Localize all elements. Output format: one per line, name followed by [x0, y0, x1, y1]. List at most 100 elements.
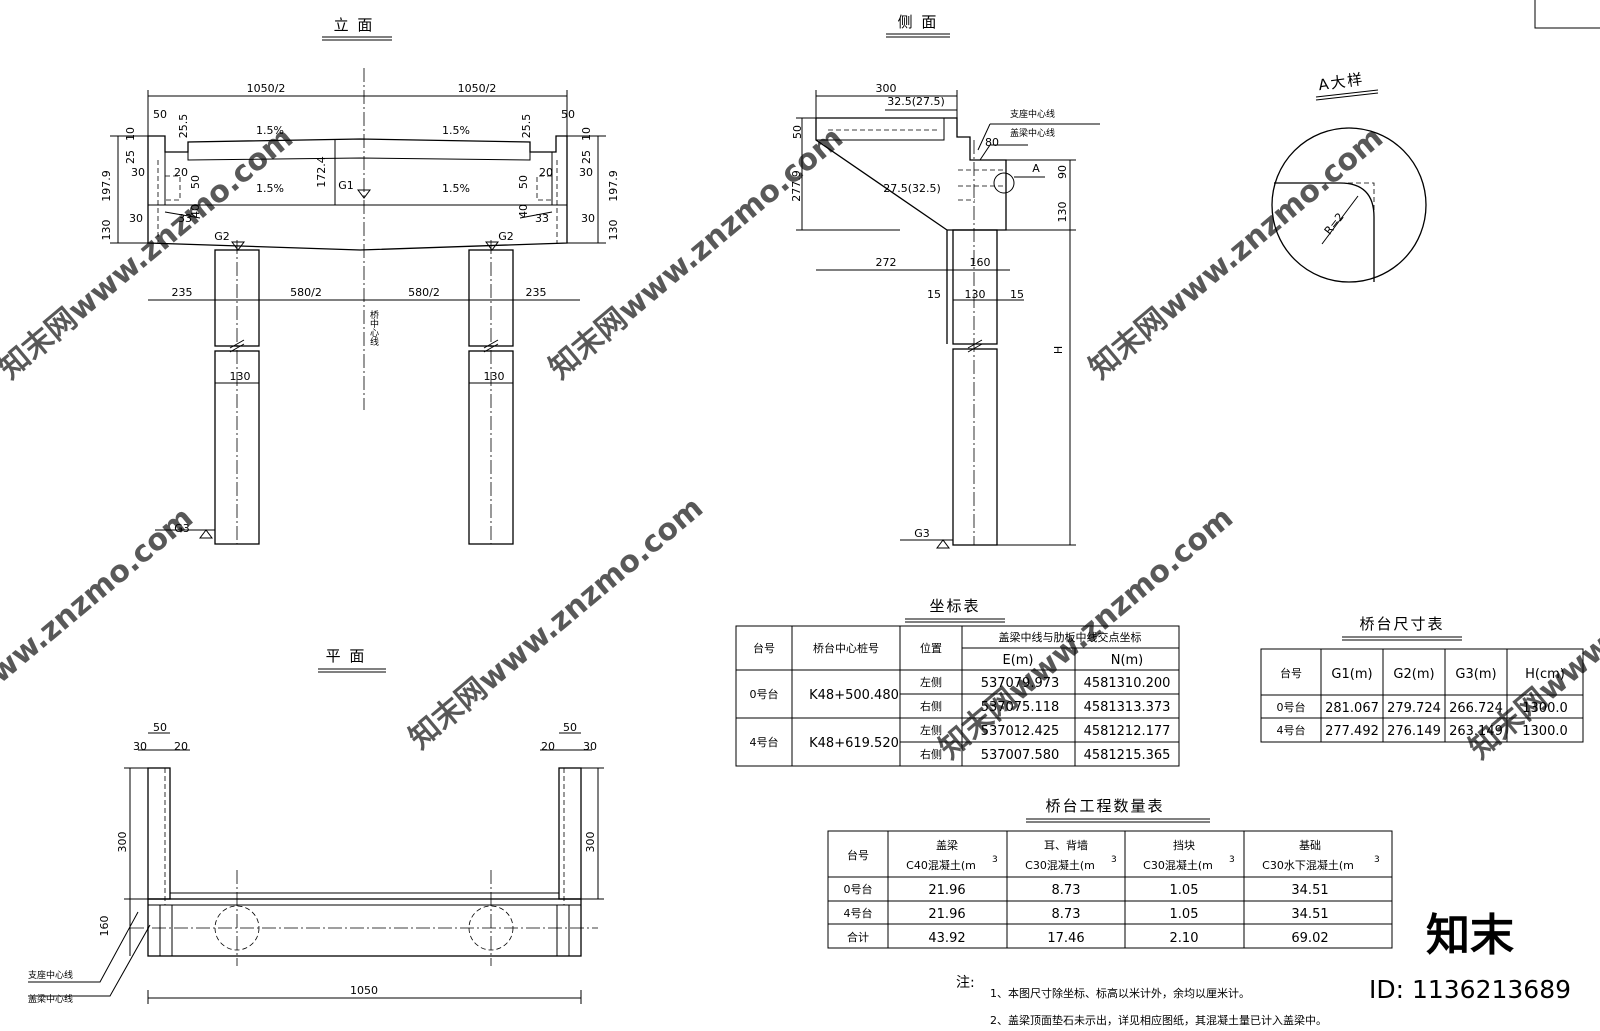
- dim-label: H: [1052, 346, 1065, 354]
- table-cell: 279.724: [1387, 701, 1441, 716]
- dim-label: 90: [1056, 165, 1069, 179]
- dim-label: 50: [189, 175, 202, 189]
- slope-label: 1.5%: [442, 182, 470, 195]
- table-cell: 281.067: [1325, 701, 1379, 716]
- header-cell: 基础: [1299, 839, 1321, 852]
- dim-label: 197.9: [100, 170, 113, 202]
- dim-label: 50: [791, 125, 804, 139]
- table-cell: 43.92: [928, 931, 965, 946]
- header-cell: C40混凝土(m: [906, 858, 976, 872]
- table-cell: 1300.0: [1522, 724, 1568, 739]
- dim-label: 50: [153, 108, 167, 121]
- note-item: 2、盖梁顶面垫石未示出，详见相应图纸，其混凝土量已计入盖梁中。: [990, 1013, 1327, 1027]
- side-cap-outline: [815, 117, 1007, 344]
- dim-label: 50: [563, 721, 577, 734]
- plan-wall-right: [558, 767, 582, 900]
- dim-label: 300: [116, 832, 129, 853]
- side-column-lower: [952, 348, 998, 546]
- table-cell: 右侧: [920, 699, 942, 713]
- dim-label: 1050/2: [458, 82, 497, 95]
- dim-label: 32.5(27.5): [887, 95, 945, 108]
- dim-label: 40: [189, 204, 202, 218]
- note-item: 1、本图尺寸除坐标、标高以米计外，余均以厘米计。: [990, 986, 1250, 1000]
- cap-line-label: 盖梁中心线: [28, 993, 73, 1005]
- slope-label: 1.5%: [442, 124, 470, 137]
- table-cell: 1.05: [1170, 907, 1199, 922]
- detail-title: A大样: [1317, 70, 1365, 94]
- table-cell: 21.96: [928, 907, 965, 922]
- table-cell: 4581215.365: [1084, 748, 1171, 763]
- watermark: 知末网www.znzmo.com: [0, 500, 200, 766]
- header-sup: 3: [1229, 855, 1235, 865]
- detail-circle: [1271, 127, 1427, 283]
- g1-marker: [357, 189, 371, 199]
- table-cell: 0号台: [750, 687, 779, 701]
- table-cell: 8.73: [1052, 907, 1081, 922]
- dim-label: 20: [174, 740, 188, 753]
- dim-label: 272: [876, 256, 897, 269]
- plan-wall-left: [147, 767, 171, 900]
- header-cell: 台号: [753, 641, 775, 655]
- slope-label: 1.5%: [256, 182, 284, 195]
- header-cell: N(m): [1111, 653, 1144, 668]
- size-table-title: 桥台尺寸表: [1359, 615, 1444, 633]
- dim-label: 130: [1056, 202, 1069, 223]
- table-cell: 左侧: [920, 676, 942, 689]
- dim-label: 10: [124, 127, 137, 141]
- cap-line-label: 盖梁中心线: [1010, 127, 1055, 139]
- frame-corner: [1534, 0, 1600, 29]
- dim-label: 30: [133, 740, 147, 753]
- side-g3-marker: [936, 539, 950, 549]
- table-cell: 0号台: [844, 882, 873, 896]
- dim-label: 130: [100, 220, 113, 241]
- header-cell: 盖梁: [936, 838, 958, 852]
- coord-table: 坐标表 台号 桥台中心桩号 位置 盖梁中线与肋板中线交点坐标 E(m) N(m)…: [735, 597, 1180, 767]
- dim-label: 15: [1010, 288, 1024, 301]
- dim-label: 20: [541, 740, 555, 753]
- quantity-table-title: 桥台工程数量表: [1045, 797, 1164, 815]
- plan-title: 平 面: [326, 647, 367, 665]
- table-cell: 17.46: [1047, 931, 1084, 946]
- dim-label: 130: [965, 288, 986, 301]
- header-cell: C30混凝土(m: [1143, 858, 1213, 872]
- dim-label: 580/2: [408, 286, 440, 299]
- elevation-view: 立 面: [100, 16, 620, 545]
- dim-label: 30: [129, 212, 143, 225]
- dim-label: 130: [607, 220, 620, 241]
- bearing-line-label: 支座中心线: [1010, 108, 1055, 120]
- quantity-table: 桥台工程数量表 台号 盖梁 C40混凝土(m 3 耳、背墙 C30混凝土(m 3…: [827, 797, 1393, 949]
- dim-label: 30: [581, 212, 595, 225]
- detail-a-callout: A: [1032, 162, 1040, 175]
- header-cell: 台号: [847, 848, 869, 862]
- dim-label: 197.9: [607, 170, 620, 202]
- g2-marker-left: [231, 241, 245, 251]
- dim-label: 30: [583, 740, 597, 753]
- table-cell: 1300.0: [1522, 701, 1568, 716]
- dim-label: 25: [124, 150, 137, 164]
- table-cell: 537079.973: [981, 676, 1060, 691]
- table-cell: 4581313.373: [1084, 700, 1171, 715]
- dim-label: 50: [517, 175, 530, 189]
- dim-label: 15: [927, 288, 941, 301]
- dim-label: 40: [517, 204, 530, 218]
- table-cell: 合计: [847, 930, 869, 944]
- dim-label: 300: [876, 82, 897, 95]
- table-cell: K48+500.480: [809, 688, 899, 703]
- dim-label: 33: [535, 212, 549, 225]
- table-cell: 34.51: [1291, 883, 1328, 898]
- table-cell: 4号台: [1277, 723, 1306, 737]
- brand-name: 知末: [1426, 910, 1514, 961]
- dim-label: 300: [584, 832, 597, 853]
- table-cell: 277.492: [1325, 724, 1379, 739]
- g2-label: G2: [498, 230, 514, 243]
- plan-view: 平 面 50 50 30 20: [28, 647, 604, 1005]
- coord-table-title: 坐标表: [929, 597, 980, 615]
- table-cell: 21.96: [928, 883, 965, 898]
- table-cell: 4581310.200: [1084, 676, 1171, 691]
- dim-label: 80: [985, 136, 999, 149]
- header-sup: 3: [1111, 855, 1117, 865]
- dim-label: 33: [178, 212, 192, 225]
- dim-label: 27.5(32.5): [883, 182, 941, 195]
- table-cell: 69.02: [1291, 931, 1328, 946]
- table-cell: 0号台: [1277, 700, 1306, 714]
